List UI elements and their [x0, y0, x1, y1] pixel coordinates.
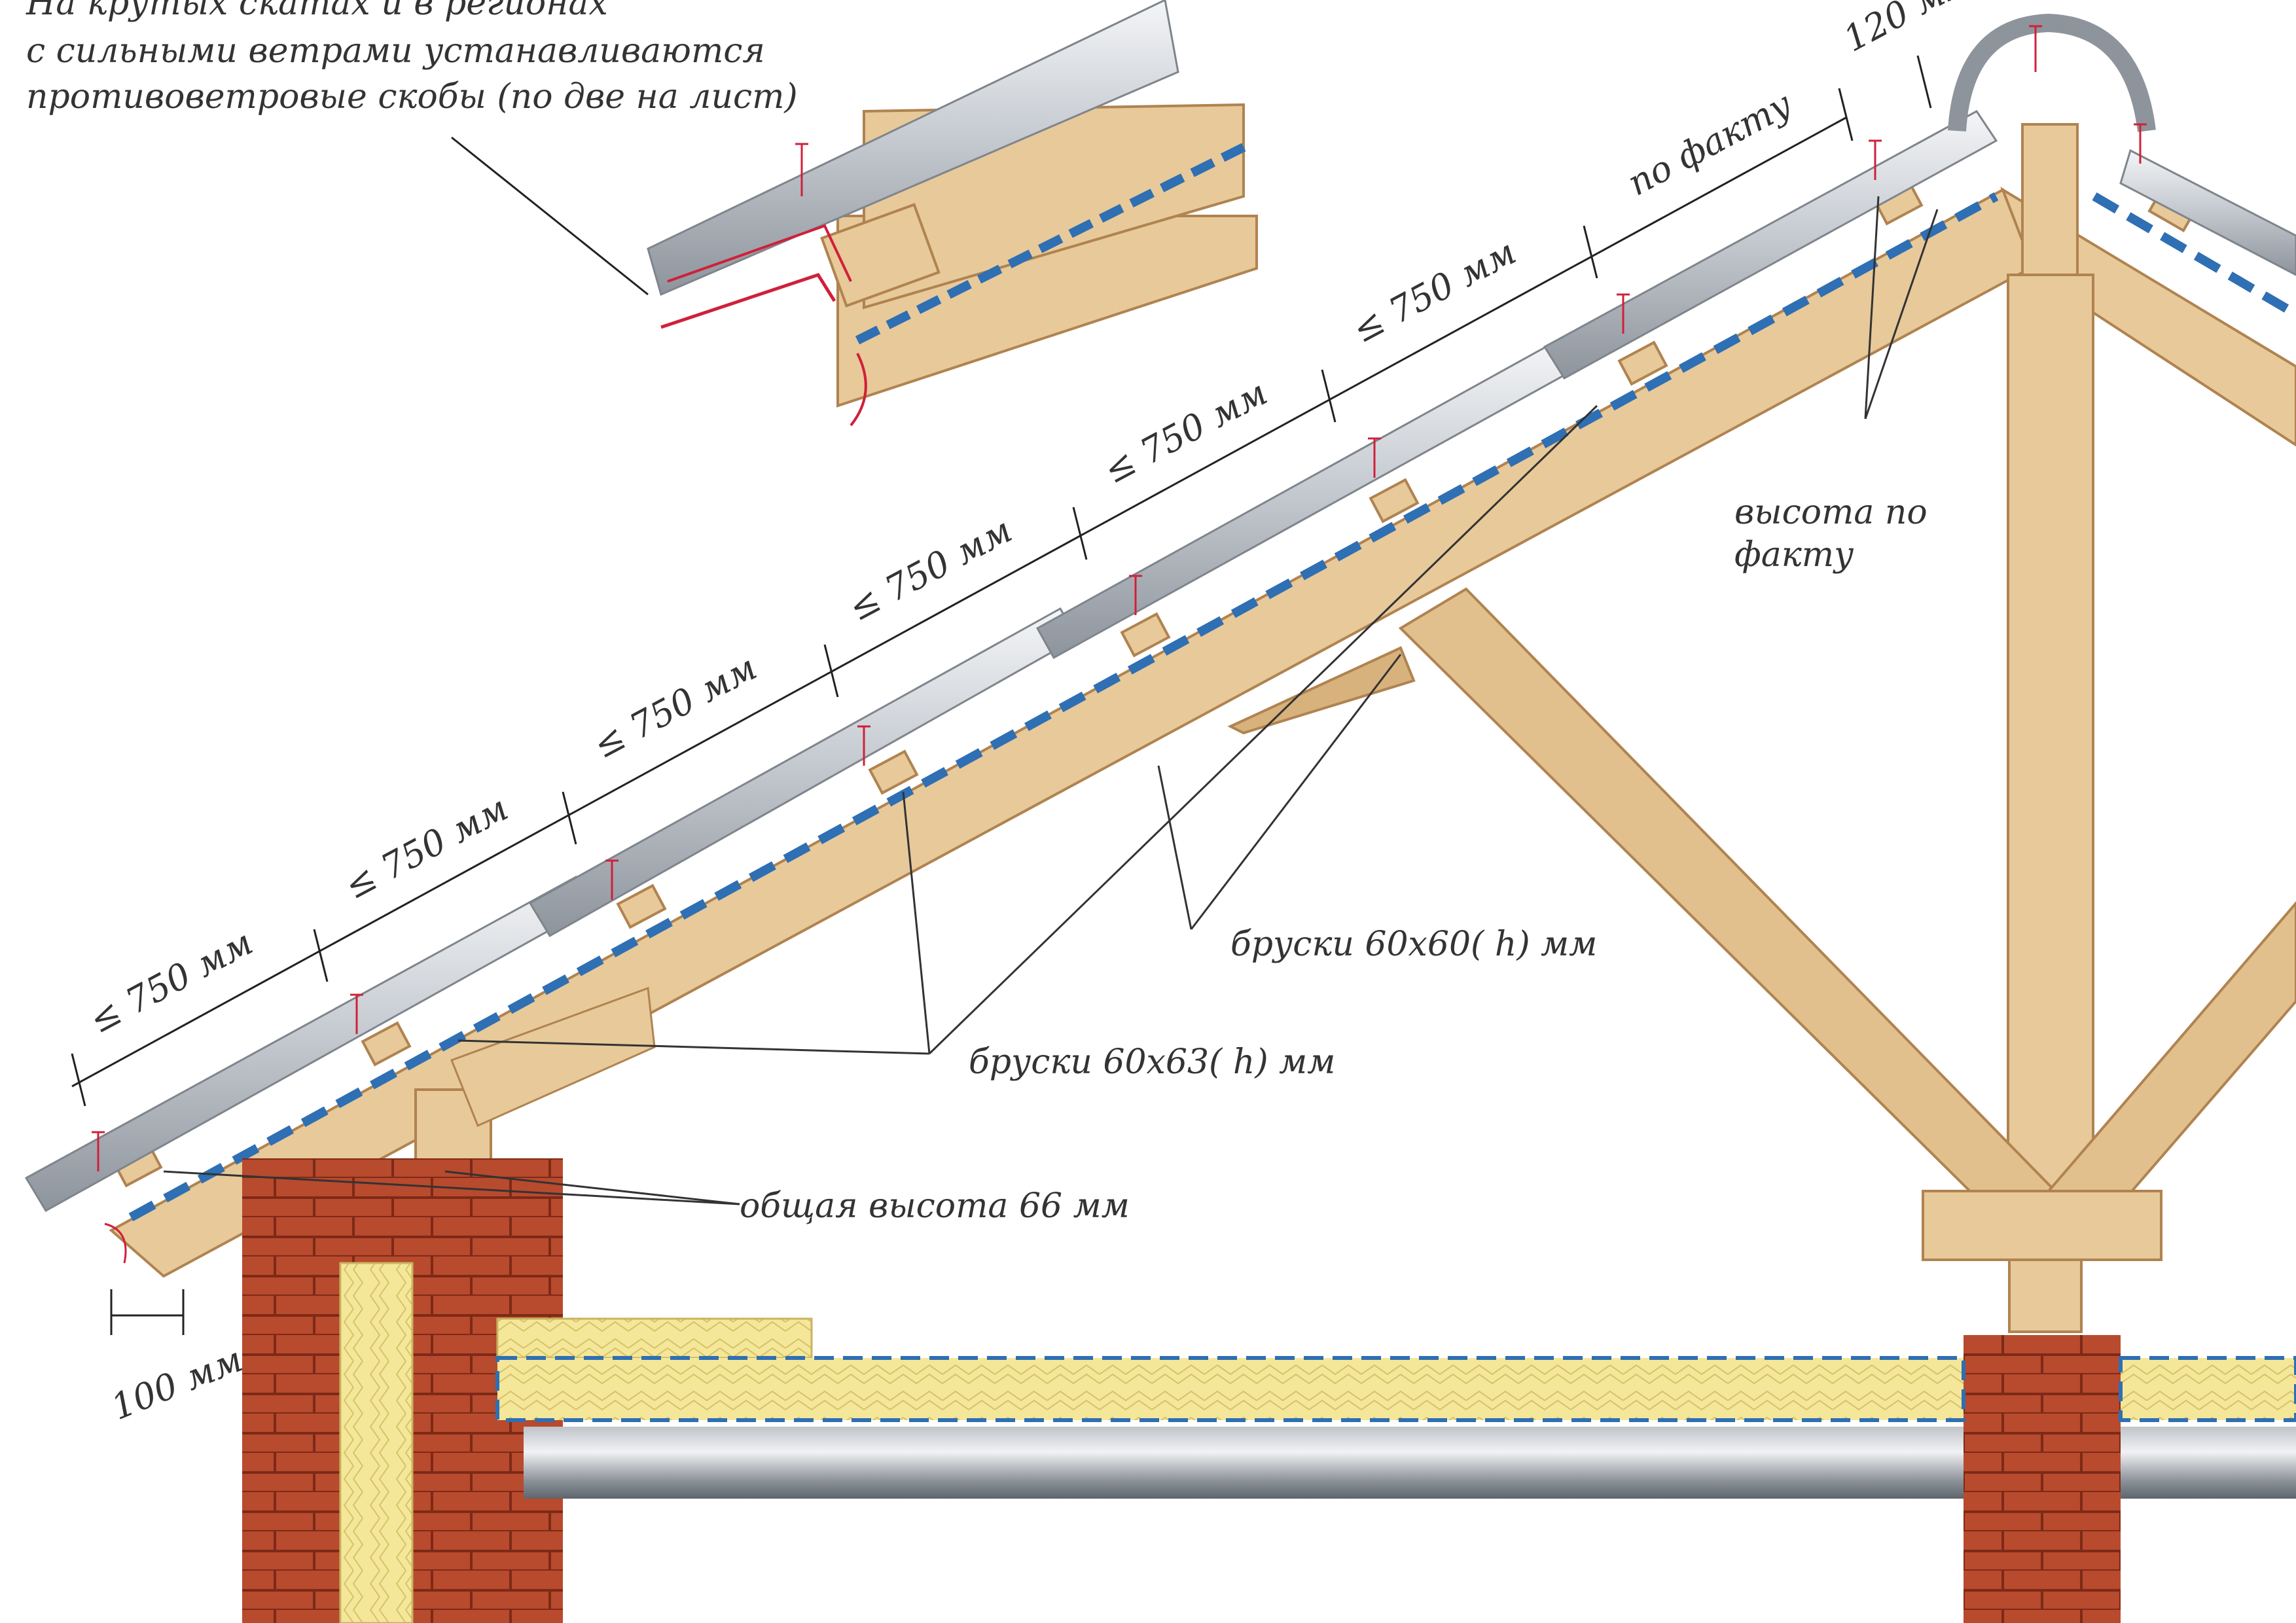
wind-bracket-note-line-3: противоветровые скобы (по две на лист): [26, 77, 798, 116]
spacing-label-5: ≤ 750 мм: [1098, 372, 1274, 491]
tie-beam: [1922, 1190, 2162, 1261]
insulation-main-right: [2119, 1356, 2296, 1422]
inset-detail: [451, 0, 1258, 427]
overhang-dimension-label: 100 мм: [105, 1338, 248, 1428]
strut-bearing: [1227, 646, 1416, 735]
battens-60x60-label: бруски 60х60( h) мм: [1230, 925, 1597, 964]
ridge-cap: [1948, 13, 2156, 132]
membrane-left: [128, 192, 1999, 1222]
height-actual-label-line-1: высота по: [1734, 493, 1928, 532]
ridge-post-top: [2021, 123, 2079, 276]
spacing-label-1: ≤ 750 мм: [83, 921, 260, 1041]
total-height-label: общая высота 66 мм: [740, 1186, 1130, 1226]
left-rafter: [109, 188, 2044, 1278]
metal-tile-sheets: [24, 110, 2296, 1213]
king-post: [2007, 274, 2094, 1192]
spacing-label-4: ≤ 750 мм: [842, 509, 1019, 629]
left-strut: [1398, 587, 2058, 1206]
spacing-label-6: ≤ 750 мм: [1346, 231, 1523, 351]
dimension-lines: [71, 55, 1932, 1335]
ridge-dimension-label: 120 мм: [1837, 0, 1978, 60]
spacing-label-3: ≤ 750 мм: [587, 647, 764, 766]
left-wall-insulation: [339, 1262, 414, 1623]
insulation-top-layer: [496, 1317, 813, 1359]
height-actual-label-line-2: факту: [1734, 535, 1854, 575]
wind-bracket-note-line-2: с сильными ветрами устанавливаются: [26, 31, 765, 71]
right-wall: [1964, 1335, 2121, 1623]
as-built-label: по факту: [1621, 83, 1799, 204]
insulation-main-left: [495, 1356, 1965, 1422]
spacing-label-2: ≤ 750 мм: [338, 787, 515, 907]
truss: [109, 123, 2296, 1333]
nail-plate: [450, 986, 656, 1128]
ceiling-insulation: [495, 1317, 2296, 1499]
battens-60x63-label: бруски 60х63( h) мм: [969, 1043, 1335, 1082]
screw-markers: [92, 25, 2147, 1264]
wind-bracket-note-line-1: На крутых скатах и в регионах: [26, 0, 608, 23]
leader-lines: [163, 196, 1939, 1205]
steel-beam-right: [2121, 1427, 2296, 1499]
steel-beam-left: [524, 1427, 1964, 1499]
lower-post: [2008, 1258, 2083, 1333]
battens: [112, 180, 2198, 1188]
